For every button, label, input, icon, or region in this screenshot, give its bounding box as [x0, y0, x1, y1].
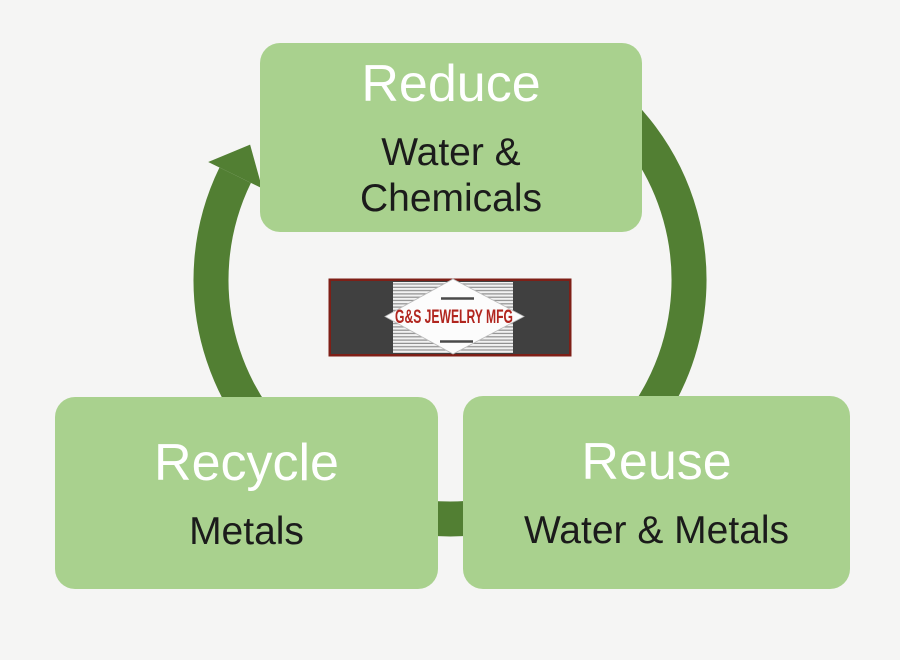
- node-reuse-subtitle: Water & Metals: [523, 509, 790, 552]
- node-recycle-title: Recycle: [154, 433, 339, 492]
- logo-text: G&S JEWELRY MFG: [395, 307, 513, 328]
- logo-diamond: [384, 278, 525, 355]
- node-reduce-title: Reduce: [361, 55, 541, 113]
- node-recycle: Recycle Metals: [55, 397, 438, 589]
- company-logo-graphic: G&S JEWELRY MFG: [328, 278, 572, 357]
- node-reduce-subtitle: Water & Chemicals: [359, 131, 543, 220]
- node-recycle-subtitle: Metals: [189, 509, 304, 553]
- node-reduce: Reduce Water & Chemicals: [260, 43, 642, 232]
- cycle-arrowhead-icon: [208, 144, 263, 189]
- node-reuse-title: Reuse: [581, 433, 732, 491]
- company-logo: G&S JEWELRY MFG: [328, 278, 572, 357]
- node-reuse: Reuse Water & Metals: [463, 396, 850, 589]
